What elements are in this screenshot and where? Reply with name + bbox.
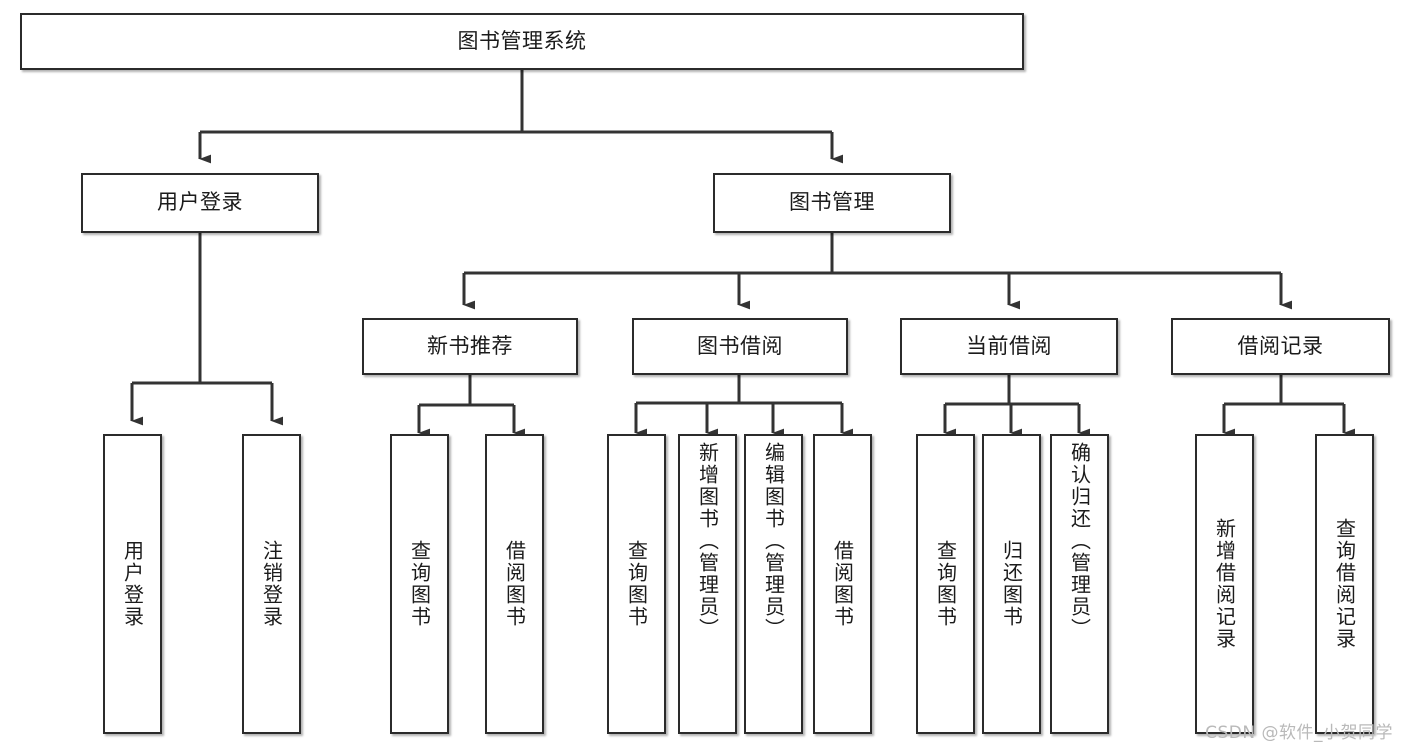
node-new-book-recommend[interactable]: 新书推荐 — [362, 318, 578, 375]
edges-user-login-to-leaves — [130, 233, 284, 426]
node-leaf-user-login[interactable]: 用户登录 — [103, 434, 162, 734]
node-leaf-return-book[interactable]: 归还图书 — [982, 434, 1041, 734]
edges-new-book-recommend-to-leaves — [417, 375, 526, 438]
node-leaf-user-logout-label: 注销登录 — [259, 540, 284, 628]
node-leaf-user-logout[interactable]: 注销登录 — [242, 434, 301, 734]
node-leaf-borrow-book-2-label: 借阅图书 — [830, 540, 855, 628]
node-leaf-query-book-3[interactable]: 查询图书 — [916, 434, 975, 734]
node-leaf-add-record[interactable]: 新增借阅记录 — [1195, 434, 1254, 734]
node-leaf-borrow-book-2[interactable]: 借阅图书 — [813, 434, 872, 734]
node-root-label: 图书管理系统 — [457, 28, 587, 53]
node-leaf-borrow-book-1[interactable]: 借阅图书 — [485, 434, 544, 734]
node-leaf-user-login-label: 用户登录 — [120, 540, 145, 628]
node-leaf-add-book[interactable]: 新增图书（管理员） — [678, 434, 737, 734]
node-user-login-label: 用户登录 — [157, 190, 243, 215]
node-leaf-query-record-label: 查询借阅记录 — [1332, 518, 1357, 650]
node-current-borrow-label: 当前借阅 — [966, 333, 1052, 358]
edges-borrow-record-to-leaves — [1222, 375, 1356, 438]
node-leaf-query-book-2[interactable]: 查询图书 — [607, 434, 666, 734]
node-leaf-query-book-3-label: 查询图书 — [933, 540, 958, 628]
node-new-book-recommend-label: 新书推荐 — [427, 333, 513, 358]
node-book-management[interactable]: 图书管理 — [713, 173, 951, 233]
edges-current-borrow-to-leaves — [943, 375, 1091, 438]
node-book-borrow[interactable]: 图书借阅 — [632, 318, 848, 375]
node-leaf-query-record[interactable]: 查询借阅记录 — [1315, 434, 1374, 734]
node-leaf-return-book-label: 归还图书 — [999, 540, 1024, 628]
node-current-borrow[interactable]: 当前借阅 — [900, 318, 1118, 375]
node-leaf-borrow-book-1-label: 借阅图书 — [502, 540, 527, 628]
edges-root-to-level2 — [198, 70, 844, 164]
node-leaf-query-book-2-label: 查询图书 — [624, 540, 649, 628]
edges-book-management-to-level3 — [462, 233, 1293, 310]
node-leaf-confirm-return[interactable]: 确认归还（管理员） — [1050, 434, 1109, 734]
node-leaf-add-book-label: 新增图书（管理员） — [695, 442, 720, 640]
node-leaf-edit-book-label: 编辑图书（管理员） — [761, 442, 786, 640]
node-leaf-query-book-1-label: 查询图书 — [407, 540, 432, 628]
node-leaf-edit-book[interactable]: 编辑图书（管理员） — [744, 434, 803, 734]
node-root[interactable]: 图书管理系统 — [20, 13, 1024, 70]
node-book-management-label: 图书管理 — [789, 190, 875, 215]
node-leaf-add-record-label: 新增借阅记录 — [1212, 518, 1237, 650]
node-borrow-record[interactable]: 借阅记录 — [1171, 318, 1390, 375]
edges-book-borrow-to-leaves — [634, 375, 854, 438]
node-borrow-record-label: 借阅记录 — [1237, 333, 1324, 358]
node-leaf-confirm-return-label: 确认归还（管理员） — [1067, 442, 1092, 640]
node-book-borrow-label: 图书借阅 — [697, 333, 783, 358]
node-leaf-query-book-1[interactable]: 查询图书 — [390, 434, 449, 734]
node-user-login[interactable]: 用户登录 — [81, 173, 319, 233]
